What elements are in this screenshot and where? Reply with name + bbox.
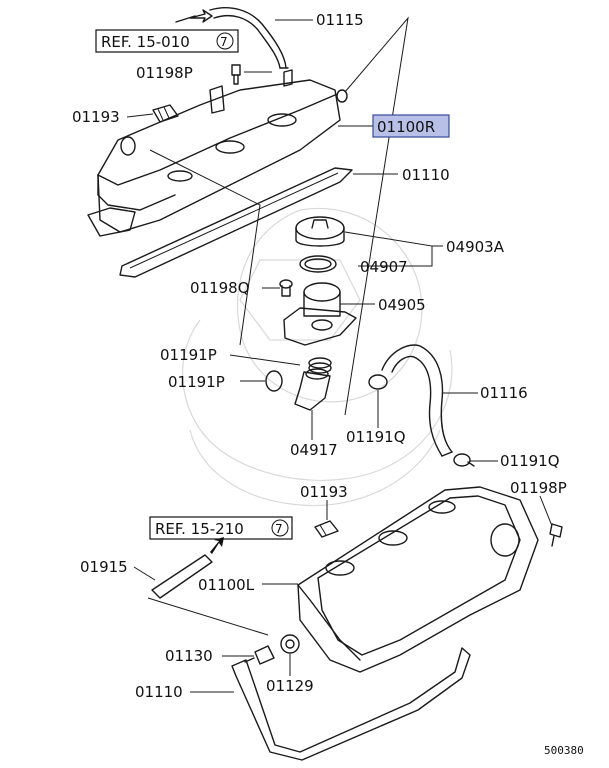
label-01129[interactable]: 01129 bbox=[266, 677, 314, 695]
label-01191Q-a[interactable]: 01191Q bbox=[346, 428, 406, 446]
label-01100R-highlight bbox=[372, 114, 450, 138]
label-01116[interactable]: 01116 bbox=[480, 384, 528, 402]
label-01110-bottom[interactable]: 01110 bbox=[135, 683, 183, 701]
clamp-01191Q-lower[interactable] bbox=[453, 453, 475, 467]
hose-01915[interactable] bbox=[151, 554, 213, 599]
hose-04917[interactable] bbox=[294, 368, 331, 411]
label-01130[interactable]: 01130 bbox=[165, 647, 213, 665]
clamp-01191Q-upper[interactable] bbox=[368, 374, 388, 390]
ref-num-top: 7 bbox=[220, 35, 228, 49]
label-04903A[interactable]: 04903A bbox=[446, 238, 505, 256]
clamp-01191P-lower[interactable] bbox=[265, 370, 283, 392]
ref-box-bottom[interactable]: REF. 15-210 7 bbox=[149, 516, 293, 554]
label-04917[interactable]: 04917 bbox=[290, 441, 338, 459]
valve-cover-left[interactable] bbox=[297, 486, 539, 673]
watermark bbox=[181, 208, 453, 507]
gasket-01110-top[interactable] bbox=[119, 167, 353, 278]
ref-text-top: REF. 15-010 bbox=[101, 33, 190, 51]
label-01191P-b[interactable]: 01191P bbox=[168, 373, 225, 391]
label-01191P-a[interactable]: 01191P bbox=[160, 346, 217, 364]
label-01191Q-b[interactable]: 01191Q bbox=[500, 452, 560, 470]
oil-cap-gasket-04907[interactable] bbox=[299, 255, 337, 273]
ref-text-bottom: REF. 15-210 bbox=[155, 520, 244, 538]
label-01193-bottom[interactable]: 01193 bbox=[300, 483, 348, 501]
label-01198P-top[interactable]: 01198P bbox=[136, 64, 193, 82]
fitting-01130[interactable] bbox=[244, 645, 275, 665]
label-01110-top[interactable]: 01110 bbox=[402, 166, 450, 184]
hose-01115[interactable] bbox=[209, 6, 289, 69]
hose-01116[interactable] bbox=[381, 344, 453, 457]
label-01198Q[interactable]: 01198Q bbox=[190, 279, 250, 297]
label-01915[interactable]: 01915 bbox=[80, 558, 128, 576]
diagram-id: 500380 bbox=[544, 744, 584, 757]
oil-filler-04905[interactable] bbox=[283, 282, 357, 346]
label-01100L[interactable]: 01100L bbox=[198, 576, 255, 594]
valve-cover-right[interactable] bbox=[87, 69, 348, 237]
clamp-01191P-upper[interactable] bbox=[308, 357, 332, 374]
oil-cap-04903A[interactable] bbox=[295, 216, 345, 247]
label-04907[interactable]: 04907 bbox=[360, 258, 408, 276]
label-01100R[interactable]: 01100R bbox=[377, 118, 435, 136]
label-01115[interactable]: 01115 bbox=[316, 11, 364, 29]
part-labels: 01115 01198P 01193 01100R 01110 04903A 0… bbox=[72, 11, 584, 757]
label-01193-top[interactable]: 01193 bbox=[72, 108, 120, 126]
clip-01193-top[interactable] bbox=[152, 104, 179, 123]
label-04905[interactable]: 04905 bbox=[378, 296, 426, 314]
grommet-01129[interactable] bbox=[280, 634, 300, 654]
ref-box-top[interactable]: REF. 15-010 7 bbox=[95, 9, 239, 53]
bolt-01198Q[interactable] bbox=[279, 279, 293, 297]
clip-01193-bottom[interactable] bbox=[314, 520, 339, 538]
label-01198P-bottom[interactable]: 01198P bbox=[510, 479, 567, 497]
bolt-01198P-top[interactable] bbox=[231, 64, 241, 85]
leader-lines bbox=[126, 16, 553, 693]
gasket-01110-bottom[interactable] bbox=[231, 647, 471, 761]
ref-num-bottom: 7 bbox=[275, 522, 283, 536]
bolt-01198P-bottom[interactable] bbox=[549, 523, 563, 547]
